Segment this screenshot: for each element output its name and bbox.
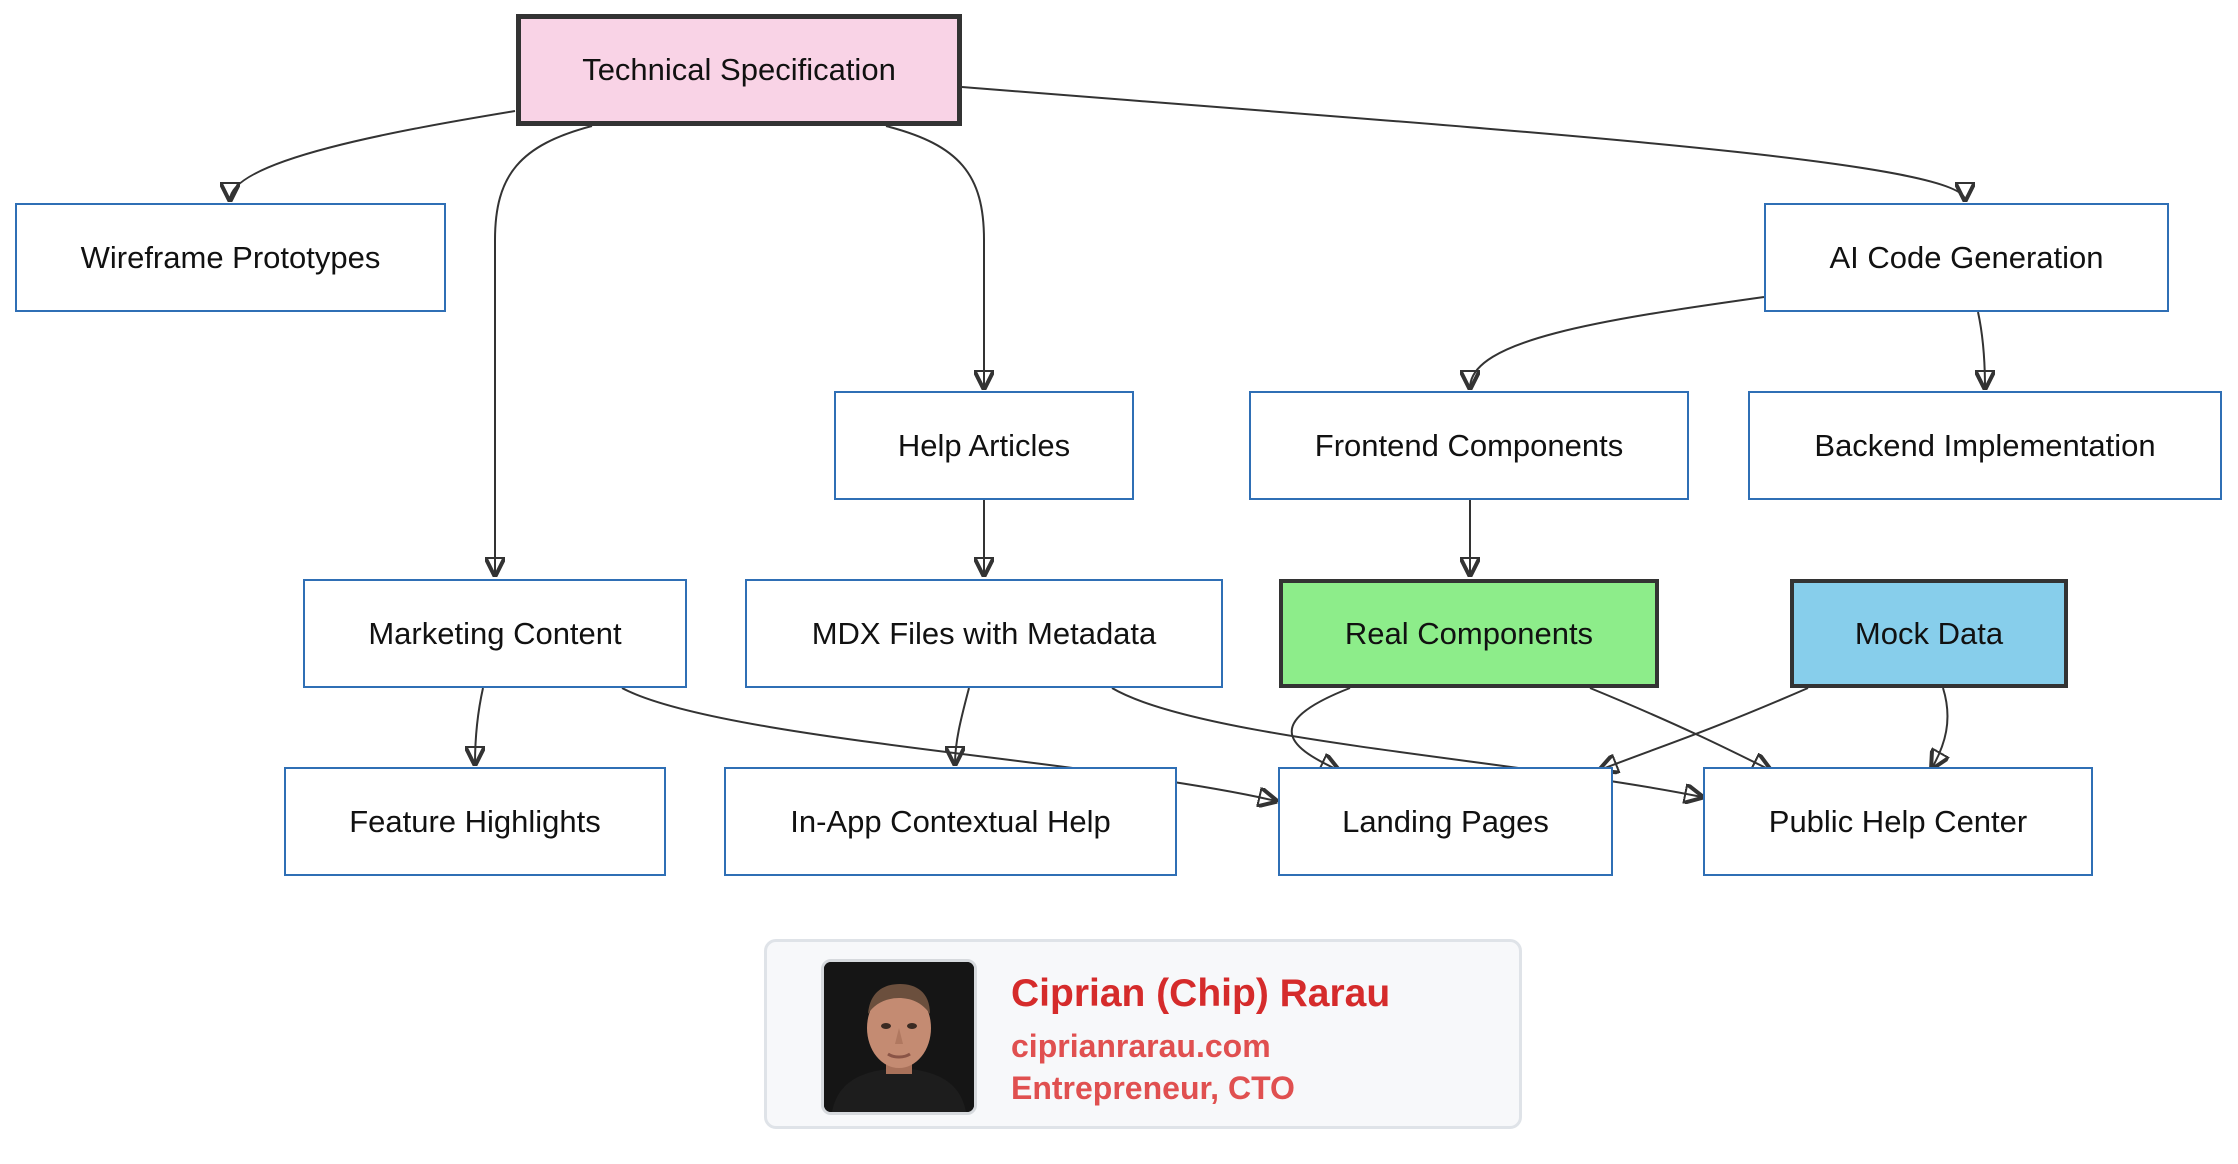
edge-mdx-to-public <box>1111 687 1702 797</box>
node-label: Frontend Components <box>1314 427 1624 463</box>
node-label: Landing Pages <box>1342 803 1549 839</box>
node-mock-data[interactable]: Mock Data <box>1790 579 2068 688</box>
node-label: Backend Implementation <box>1814 427 2156 463</box>
node-frontend-components[interactable]: Frontend Components <box>1249 391 1689 500</box>
edge-spec-to-ai-codegen <box>961 86 1965 200</box>
author-card: Ciprian (Chip) Rarau ciprianrarau.com En… <box>764 939 1522 1129</box>
node-backend-implementation[interactable]: Backend Implementation <box>1748 391 2222 500</box>
node-ai-code-generation[interactable]: AI Code Generation <box>1764 203 2169 312</box>
node-label: Technical Specification <box>582 52 896 87</box>
node-label: In-App Contextual Help <box>790 803 1111 839</box>
node-marketing-content[interactable]: Marketing Content <box>303 579 687 688</box>
author-name: Ciprian (Chip) Rarau <box>1011 972 1391 1015</box>
node-landing-pages[interactable]: Landing Pages <box>1278 767 1613 876</box>
edge-mdx-to-inapp <box>955 687 970 764</box>
node-label: Mock Data <box>1854 615 2004 651</box>
node-feature-highlights[interactable]: Feature Highlights <box>284 767 666 876</box>
author-role: Entrepreneur, CTO <box>1011 1070 1295 1106</box>
node-public-help-center[interactable]: Public Help Center <box>1703 767 2093 876</box>
edge-real-to-landing <box>1290 687 1351 770</box>
node-label: Real Components <box>1344 615 1594 651</box>
node-label: MDX Files with Metadata <box>811 615 1157 651</box>
avatar-portrait <box>824 962 974 1112</box>
node-real-components[interactable]: Real Components <box>1279 579 1659 688</box>
edge-ai-to-frontend <box>1470 296 1765 388</box>
edge-real-to-public <box>1589 687 1770 770</box>
node-help-articles[interactable]: Help Articles <box>834 391 1134 500</box>
node-label: Help Articles <box>897 427 1071 463</box>
edge-mock-to-public <box>1932 687 1947 768</box>
node-mdx-files-with-metadata[interactable]: MDX Files with Metadata <box>745 579 1223 688</box>
node-label: Public Help Center <box>1768 803 2028 839</box>
edge-spec-to-wireframe <box>230 110 516 200</box>
author-avatar <box>821 959 977 1115</box>
author-website[interactable]: ciprianrarau.com <box>1011 1028 1271 1064</box>
edge-marketing-to-landing <box>621 687 1276 801</box>
node-wireframe-prototypes[interactable]: Wireframe Prototypes <box>15 203 446 312</box>
edge-mock-to-landing <box>1600 687 1809 770</box>
node-label: Wireframe Prototypes <box>80 239 381 275</box>
node-label: Feature Highlights <box>349 803 601 839</box>
node-technical-specification[interactable]: Technical Specification <box>516 14 962 126</box>
edge-spec-to-help-articles <box>885 125 984 388</box>
edge-marketing-to-features <box>475 687 483 764</box>
node-in-app-contextual-help[interactable]: In-App Contextual Help <box>724 767 1177 876</box>
node-label: Marketing Content <box>368 615 622 651</box>
edge-ai-to-backend <box>1978 311 1985 388</box>
node-label: AI Code Generation <box>1829 239 2104 275</box>
edge-spec-to-marketing <box>495 125 593 575</box>
